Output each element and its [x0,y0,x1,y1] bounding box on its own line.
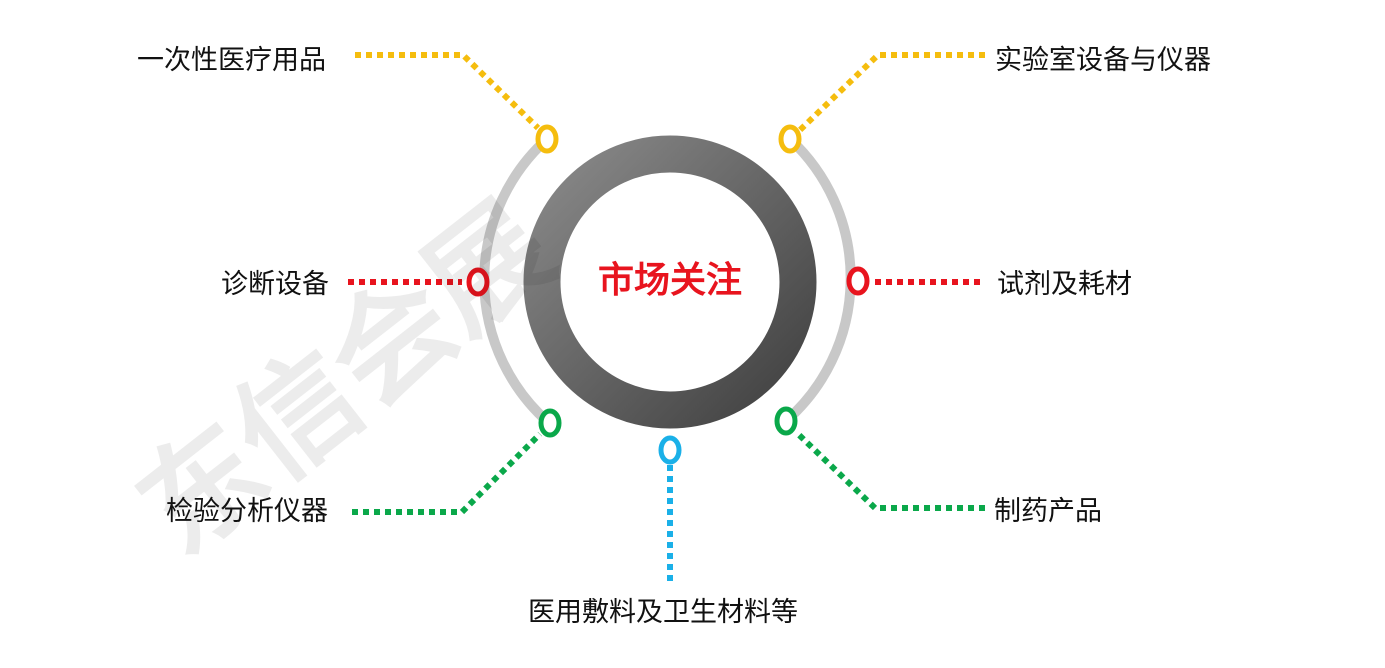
node-pharma-products [774,406,798,436]
label-pharma-products: 制药产品 [994,496,1102,527]
connector-test-instruments [352,431,543,515]
node-reagents [846,266,870,296]
connector-lab-equipment [797,52,985,133]
label-diagnostic-equipment: 诊断设备 [221,269,329,300]
connector-pharma-products [794,430,985,511]
node-lab-equipment [778,124,802,154]
center-ring [523,135,817,429]
node-dressings [658,435,682,465]
connector-disposable-supplies [355,52,541,131]
center-disc [561,173,779,391]
label-reagents: 试剂及耗材 [997,269,1132,300]
label-test-instruments: 检验分析仪器 [166,496,328,527]
center-title: 市场关注 [597,260,742,301]
label-dressings: 医用敷料及卫生材料等 [528,597,798,628]
node-diagnostic-equipment [466,267,490,297]
label-lab-equipment: 实验室设备与仪器 [995,45,1211,76]
node-disposable-supplies [535,124,559,154]
node-test-instruments [538,408,562,438]
label-disposable-supplies: 一次性医疗用品 [137,45,326,76]
